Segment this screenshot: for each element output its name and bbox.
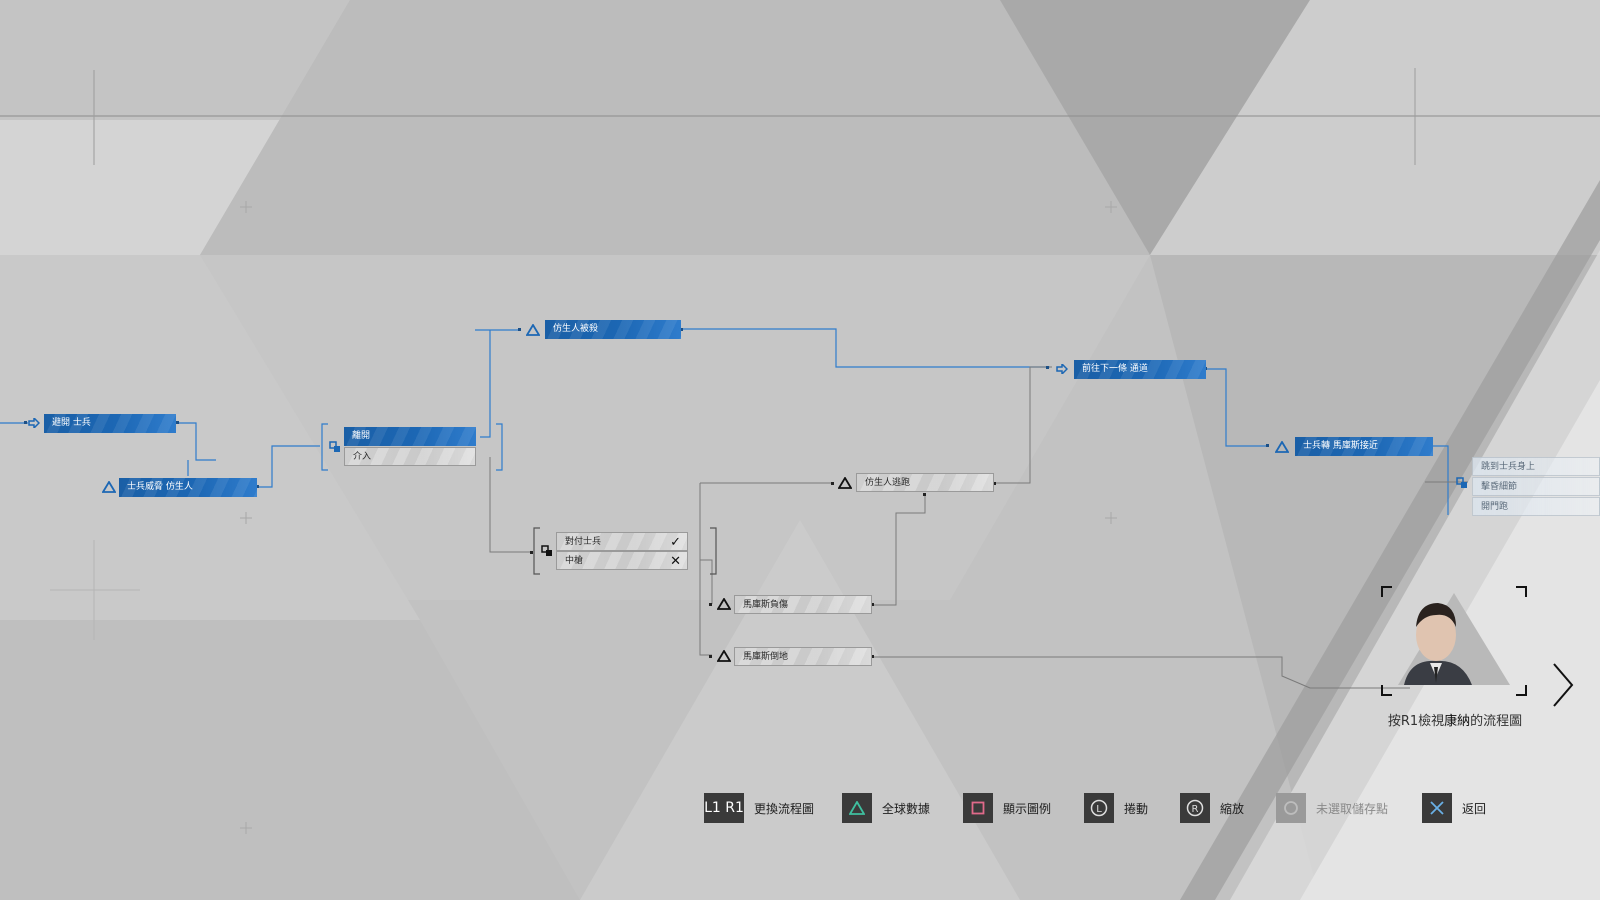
- legend-label: 更換流程圖: [754, 801, 815, 816]
- node-android-killed[interactable]: 仿生人被殺: [545, 320, 681, 339]
- corner-bracket: [1381, 586, 1392, 597]
- hint-prefix: 按R1檢視: [1387, 714, 1445, 729]
- square-button-icon: [963, 793, 993, 823]
- legend-label: 返回: [1462, 801, 1487, 816]
- legend-global-data[interactable]: 全球數據: [842, 792, 930, 824]
- legend-zoom[interactable]: R 縮放: [1180, 792, 1244, 824]
- face: [1416, 609, 1456, 661]
- node-android-escapes[interactable]: 仿生人逃跑: [856, 473, 994, 492]
- node-next-passage[interactable]: 前往下一條 通道: [1074, 360, 1206, 379]
- character-hint: 按R1檢視康納的流程圖: [1360, 710, 1550, 729]
- node-faded-mid[interactable]: 擊昏細節: [1472, 477, 1600, 496]
- legend-swap-flowchart[interactable]: L1 R1 更換流程圖: [704, 792, 814, 824]
- triangle-button-icon: [842, 793, 872, 823]
- right-stick-icon: R: [1180, 793, 1210, 823]
- node-faded-bottom[interactable]: 開門跑: [1472, 497, 1600, 516]
- node-label: 對付士兵: [565, 537, 602, 547]
- hair: [1416, 603, 1456, 627]
- node-deal-with-soldier[interactable]: 對付士兵 ✓: [556, 532, 688, 551]
- corner-bracket: [1516, 685, 1527, 696]
- node-markus-injured[interactable]: 馬庫斯負傷: [734, 595, 872, 614]
- legend-back[interactable]: 返回: [1422, 792, 1486, 824]
- svg-text:R: R: [1192, 804, 1199, 815]
- jacket: [1404, 660, 1472, 685]
- node-soldier-markus-close[interactable]: 士兵轉 馬庫斯接近: [1295, 437, 1433, 456]
- character-portrait[interactable]: [1380, 585, 1528, 697]
- node-shot[interactable]: 中槍 ✕: [556, 551, 688, 570]
- choice-icon: [541, 545, 552, 556]
- svg-text:L: L: [1096, 804, 1102, 815]
- triangle-icon: [717, 650, 731, 662]
- legend-scroll[interactable]: L 捲動: [1084, 792, 1148, 824]
- cross-icon: ✕: [670, 554, 681, 569]
- cross-button-icon: [1422, 793, 1452, 823]
- legend-label: 全球數據: [882, 801, 931, 816]
- choice-icon: [329, 441, 340, 452]
- node-leave[interactable]: 離開: [344, 427, 476, 446]
- node-label: 中槍: [565, 556, 584, 566]
- left-stick-icon: L: [1084, 793, 1114, 823]
- circle-button-icon: [1276, 793, 1306, 823]
- legend-unselected-checkpoint: 未選取儲存點: [1276, 792, 1388, 824]
- node-soldier-threatens-android[interactable]: 士兵威脅 仿生人: [119, 478, 257, 497]
- next-arrow-icon: [1056, 364, 1068, 374]
- choice-icon: [1456, 477, 1467, 488]
- corner-bracket: [1381, 685, 1392, 696]
- hint-suffix: 的流程圖: [1470, 714, 1523, 729]
- triangle-icon: [838, 477, 852, 489]
- legend-label: 顯示圖例: [1003, 801, 1052, 816]
- triangle-icon: [526, 324, 540, 336]
- next-arrow-icon: [28, 418, 40, 428]
- legend-show-legend[interactable]: 顯示圖例: [963, 792, 1051, 824]
- triangle-icon: [102, 481, 116, 493]
- node-intervene[interactable]: 介入: [344, 447, 476, 466]
- legend-label: 捲動: [1124, 801, 1149, 816]
- hint-character-name: 康納: [1444, 714, 1471, 729]
- legend-label: 縮放: [1220, 801, 1245, 816]
- node-avoid-soldier[interactable]: 避開 士兵: [44, 414, 176, 433]
- legend-label: 未選取儲存點: [1316, 801, 1389, 816]
- check-icon: ✓: [670, 535, 681, 550]
- node-faded-top[interactable]: 跳到士兵身上: [1472, 457, 1600, 476]
- corner-bracket: [1516, 586, 1527, 597]
- triangle-icon: [717, 598, 731, 610]
- chevron-right-icon[interactable]: [1548, 660, 1578, 710]
- triangle-icon: [1275, 441, 1289, 453]
- node-markus-falls[interactable]: 馬庫斯倒地: [734, 647, 872, 666]
- l1r1-button-icon: L1 R1: [704, 793, 744, 823]
